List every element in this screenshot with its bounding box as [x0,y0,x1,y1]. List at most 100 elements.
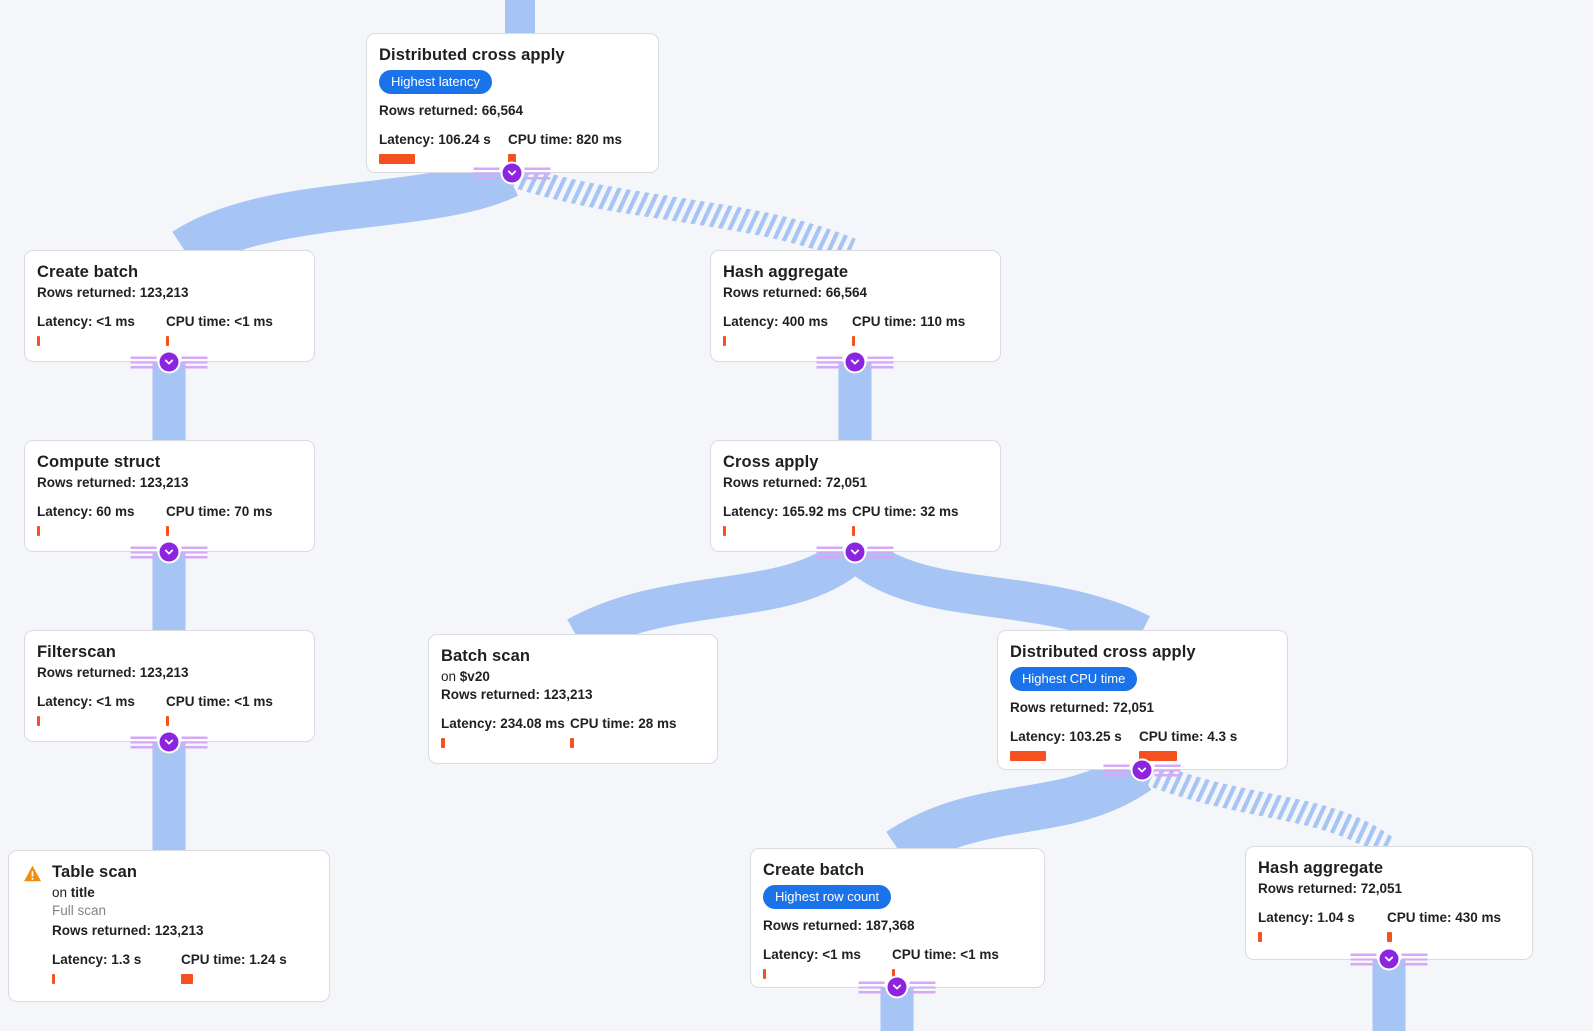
rows-returned: Rows returned: 123,213 [37,285,189,300]
collapse-connector-hash-aggregate-2[interactable] [1350,949,1428,969]
rows-returned: Rows returned: 72,051 [1258,881,1403,896]
plan-node-create-batch[interactable]: Create batch Rows returned: 123,213 Late… [24,250,315,362]
connector-stripes [181,736,208,748]
rows-returned: Rows returned: 123,213 [37,475,189,490]
node-title: Hash aggregate [723,263,849,281]
cpu-time-label: CPU time: 110 ms [852,314,966,329]
chevron-down-icon[interactable] [845,542,865,562]
latency-label: Latency: <1 ms [763,947,861,962]
cpu-time-label: CPU time: 70 ms [166,504,273,519]
cpu-time-label: CPU time: 1.24 s [181,952,287,967]
connector-stripes [473,167,500,179]
latency-bar [37,336,40,346]
scan-type-note: Full scan [52,903,107,918]
node-title: Create batch [763,861,865,879]
connector-stripes [130,546,157,558]
latency-label: Latency: 400 ms [723,314,829,329]
connector-stripes [181,546,208,558]
collapse-connector-create-batch-2[interactable] [858,977,936,997]
plan-node-hash-aggregate[interactable]: Hash aggregate Rows returned: 66,564 Lat… [710,250,1001,362]
node-title: Filterscan [37,643,116,661]
plan-node-table-scan[interactable]: Table scan on title Full scan Rows retur… [8,850,330,1002]
plan-node-create-batch-2[interactable]: Create batch Highest row count Rows retu… [750,848,1045,988]
latency-bar [52,974,55,984]
latency-bar [1010,751,1046,761]
cpu-time-bar [166,526,169,536]
cpu-time-bar [1139,751,1177,761]
node-title: Cross apply [723,453,819,471]
plan-node-distributed-cross-apply-2[interactable]: Distributed cross apply Highest CPU time… [997,630,1288,770]
latency-bar [37,716,40,726]
collapse-connector-cross-apply[interactable] [816,542,894,562]
collapse-connector-hash-aggregate[interactable] [816,352,894,372]
chevron-down-icon[interactable] [159,352,179,372]
node-title: Distributed cross apply [1010,643,1196,661]
latency-bar [379,154,415,164]
connector-stripes [858,981,885,993]
edge-dca2-to-hash-aggregate-2 [1141,760,1396,859]
node-title: Table scan [52,863,138,881]
chevron-down-icon[interactable] [159,732,179,752]
edge-root-to-create-batch [172,153,519,271]
plan-node-cross-apply[interactable]: Cross apply Rows returned: 72,051 Latenc… [710,440,1001,552]
edge-cross-apply-to-batch-scan [567,538,865,655]
cpu-time-bar [181,974,193,984]
plan-node-hash-aggregate-2[interactable]: Hash aggregate Rows returned: 72,051 Lat… [1245,846,1533,960]
chevron-down-icon[interactable] [159,542,179,562]
cpu-time-bar [166,336,169,346]
scan-target: on title [52,885,95,900]
chevron-down-icon[interactable] [1132,760,1152,780]
cpu-time-label: CPU time: 820 ms [508,132,623,147]
node-title: Hash aggregate [1258,859,1384,877]
connector-stripes [909,981,936,993]
rows-returned: Rows returned: 187,368 [763,918,915,933]
connector-stripes [130,736,157,748]
latency-label: Latency: <1 ms [37,314,135,329]
node-title: Create batch [37,263,139,281]
plan-node-distributed-cross-apply-root[interactable]: Distributed cross apply Highest latency … [366,33,659,173]
rows-returned: Rows returned: 66,564 [723,285,868,300]
rows-returned: Rows returned: 72,051 [1010,700,1155,715]
edge-dca2-to-create-batch-2 [886,751,1152,871]
collapse-connector-compute-struct[interactable] [130,542,208,562]
latency-label: Latency: <1 ms [37,694,135,709]
cpu-time-label: CPU time: <1 ms [166,694,273,709]
highlight-badge: Highest CPU time [1010,667,1138,691]
connector-stripes [1350,953,1377,965]
node-title: Batch scan [441,647,531,665]
connector-stripes [867,356,894,368]
chevron-down-icon[interactable] [845,352,865,372]
cpu-time-bar [852,336,855,346]
latency-label: Latency: 106.24 s [379,132,491,147]
collapse-connector-root[interactable] [473,163,551,183]
latency-bar [723,336,726,346]
plan-node-filterscan[interactable]: Filterscan Rows returned: 123,213 Latenc… [24,630,315,742]
edge-cross-apply-to-distributed-cross-apply [846,538,1150,653]
plan-node-compute-struct[interactable]: Compute struct Rows returned: 123,213 La… [24,440,315,552]
cpu-time-label: CPU time: 430 ms [1387,910,1502,925]
collapse-connector-dca2[interactable] [1103,760,1181,780]
scan-target: on $v20 [441,669,490,684]
collapse-connector-filterscan[interactable] [130,732,208,752]
cpu-time-bar [508,154,516,164]
cpu-time-label: CPU time: 32 ms [852,504,959,519]
rows-returned: Rows returned: 123,213 [52,923,204,938]
plan-node-batch-scan[interactable]: Batch scan on $v20 Rows returned: 123,21… [428,634,718,764]
latency-bar [763,969,766,979]
latency-bar [441,738,445,748]
connector-stripes [524,167,551,179]
chevron-down-icon[interactable] [1379,949,1399,969]
cpu-time-bar [570,738,574,748]
chevron-down-icon[interactable] [502,163,522,183]
cpu-time-label: CPU time: <1 ms [892,947,999,962]
cpu-time-label: CPU time: 4.3 s [1139,729,1238,744]
connector-stripes [816,546,843,558]
cpu-time-bar [166,716,169,726]
connector-stripes [1103,764,1130,776]
cpu-time-label: CPU time: <1 ms [166,314,273,329]
full-scan-warning-icon[interactable] [23,865,42,882]
latency-label: Latency: 165.92 ms [723,504,847,519]
collapse-connector-create-batch[interactable] [130,352,208,372]
chevron-down-icon[interactable] [887,977,907,997]
